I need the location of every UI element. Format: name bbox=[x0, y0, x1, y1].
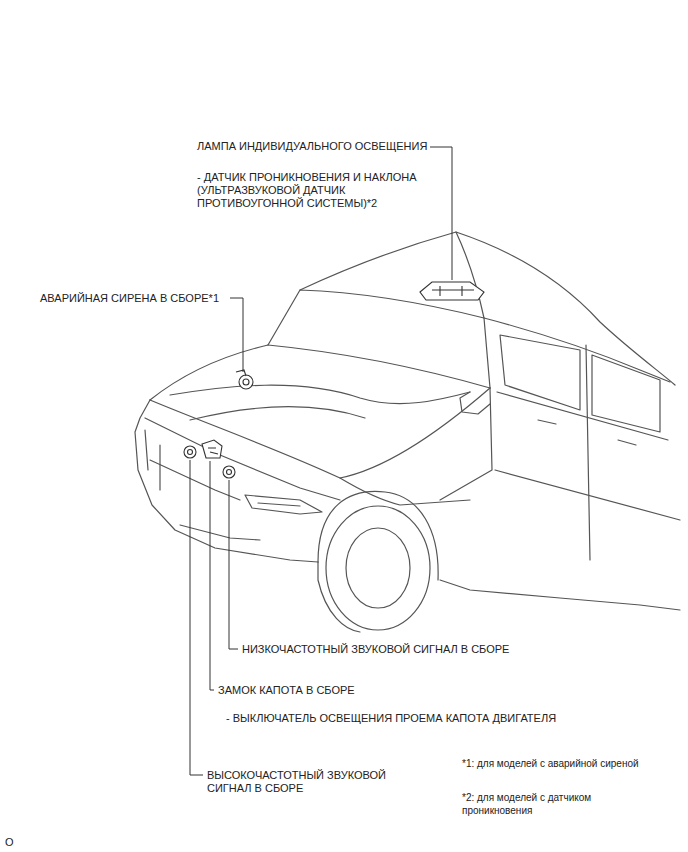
body-crease bbox=[495, 470, 680, 520]
personal-lamp bbox=[420, 282, 484, 300]
side-mirror bbox=[460, 392, 490, 414]
windshield bbox=[268, 290, 490, 388]
cowl-line bbox=[268, 345, 490, 388]
leader-line bbox=[230, 298, 243, 372]
leader-line bbox=[229, 480, 238, 649]
wheel-rim bbox=[346, 528, 410, 608]
grille-bar bbox=[145, 430, 148, 470]
front-side-window bbox=[500, 335, 580, 410]
hood-front-edge bbox=[150, 388, 490, 478]
horn-center bbox=[188, 450, 193, 455]
hood-left-edge bbox=[150, 345, 268, 400]
rocker-line bbox=[440, 580, 680, 610]
headlight bbox=[245, 495, 322, 514]
wheel-arch bbox=[318, 491, 438, 580]
part-name: АВАРИЙНАЯ СИРЕНА В СБОРЕ*1 bbox=[40, 292, 219, 305]
rear-side-window bbox=[592, 355, 660, 432]
components bbox=[184, 282, 484, 478]
siren bbox=[239, 375, 253, 389]
hood-lock-detail bbox=[208, 448, 218, 454]
sub-part-name: - ДАТЧИК ПРОНИКНОВЕНИЯ И НАКЛОНА (УЛЬТРА… bbox=[197, 171, 437, 210]
belt-line bbox=[497, 392, 668, 440]
leader-lines bbox=[190, 147, 452, 775]
door-handle bbox=[618, 440, 636, 445]
figure-code: O bbox=[5, 836, 14, 849]
a-pillar-side bbox=[440, 388, 492, 500]
hood-crease bbox=[170, 385, 470, 403]
door-gap bbox=[586, 345, 590, 560]
horn-center bbox=[227, 470, 232, 475]
leader-line bbox=[210, 461, 214, 690]
headlight-detail bbox=[258, 503, 300, 506]
grille-top bbox=[145, 418, 340, 500]
bumper-line bbox=[180, 525, 260, 540]
sub-part-name: - ВЫКЛЮЧАТЕЛЬ ОСВЕЩЕНИЯ ПРОЕМА КАПОТА ДВ… bbox=[226, 712, 556, 725]
door-handle bbox=[538, 420, 556, 424]
grille-bar bbox=[159, 445, 160, 490]
part-name: НИЗКОЧАСТОТНЫЙ ЗВУКОВОЙ СИГНАЛ В СБОРЕ bbox=[242, 643, 509, 656]
part-name: ВЫСОКОЧАСТОТНЫЙ ЗВУКОВОЙ СИГНАЛ В СБОРЕ bbox=[207, 769, 422, 795]
siren-bracket bbox=[236, 370, 246, 376]
low-horn bbox=[223, 466, 235, 478]
footnote: *2: для моделей с датчиком проникновения bbox=[462, 791, 652, 817]
leader-line bbox=[190, 460, 203, 775]
front-fascia bbox=[135, 400, 318, 562]
hood-crease bbox=[190, 406, 365, 420]
front-wheel bbox=[326, 506, 430, 630]
lamp-detail bbox=[432, 286, 474, 296]
high-horn bbox=[184, 446, 196, 458]
part-name: ЛАМПА ИНДИВИДУАЛЬНОГО ОСВЕЩЕНИЯ bbox=[197, 140, 427, 153]
grille-lower bbox=[150, 460, 240, 500]
fender-line bbox=[340, 478, 470, 505]
siren-center bbox=[243, 379, 249, 385]
roof-edge bbox=[456, 232, 484, 318]
tire-front bbox=[318, 562, 360, 632]
leader-line bbox=[430, 147, 452, 280]
part-name: ЗАМОК КАПОТА В СБОРЕ bbox=[218, 684, 355, 697]
hood-lock bbox=[202, 440, 222, 458]
footnote: *1: для моделей с аварийной сиреной bbox=[462, 757, 639, 770]
